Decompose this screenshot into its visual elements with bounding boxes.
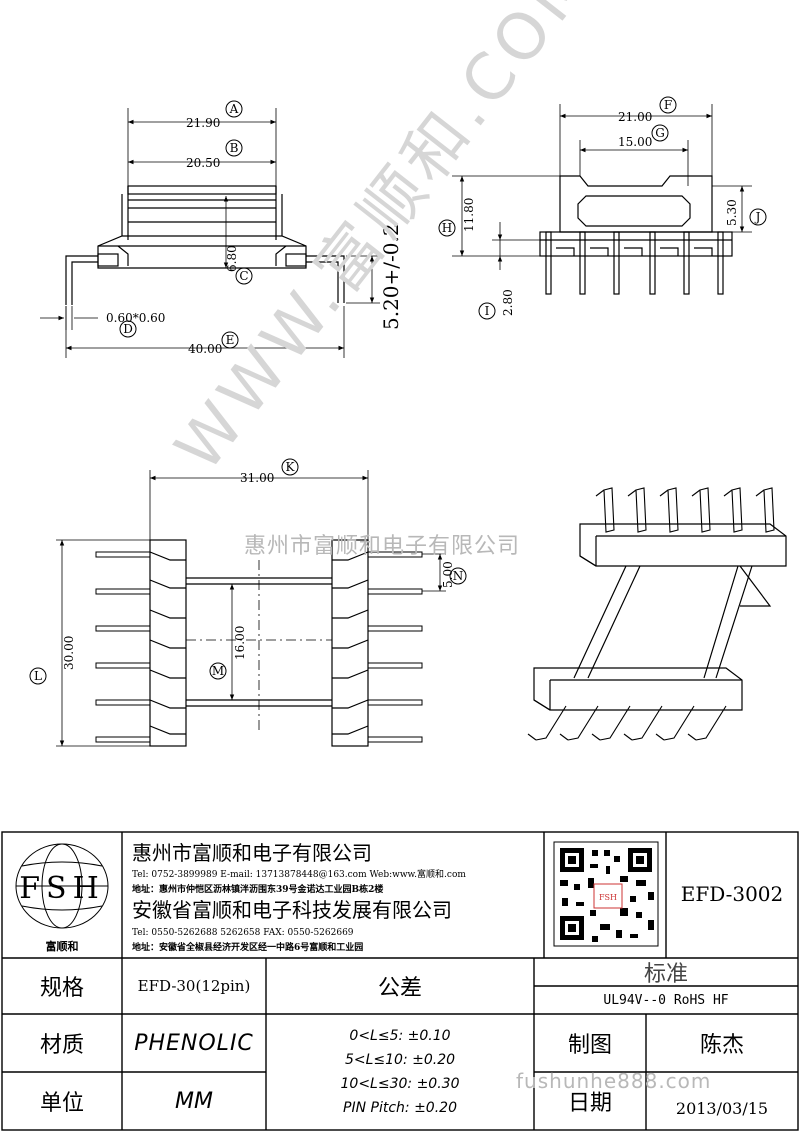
- part-number: EFD-3002: [681, 882, 784, 906]
- isometric-view: [527, 487, 787, 741]
- drawn-by: 陈杰: [699, 1033, 744, 1058]
- svg-text:I: I: [485, 304, 490, 318]
- iso-top-pins: [595, 487, 775, 533]
- callout-H: H: [438, 219, 456, 237]
- tolerance-1: 0<L≤5: ±0.10: [349, 1028, 451, 1044]
- callout-I: I: [478, 302, 496, 320]
- svg-text:G: G: [655, 126, 665, 140]
- svg-text:J: J: [754, 210, 761, 224]
- svg-text:E: E: [226, 333, 235, 347]
- qr-code: FSH: [553, 841, 659, 947]
- dim-I-value: 2.80: [501, 289, 515, 316]
- dim-K-value: 31.00: [240, 471, 274, 485]
- iso-bottom-pins: [527, 705, 727, 741]
- dim-A-value: 21.90: [186, 116, 220, 130]
- company2-contact: Tel: 0550-5262688 5262658 FAX: 0550-5262…: [132, 928, 354, 938]
- dim-B-value: 20.50: [186, 156, 220, 170]
- svg-text:K: K: [286, 460, 296, 474]
- unit-label: 单位: [39, 1091, 84, 1116]
- top-view-pins: [95, 551, 423, 743]
- dim-G-value: 15.00: [618, 135, 652, 149]
- material-label: 材质: [39, 1033, 84, 1058]
- callout-K: K: [281, 458, 299, 476]
- material-value: PHENOLIC: [134, 1030, 254, 1056]
- top-view-slots: [149, 551, 369, 735]
- callout-A: A: [225, 100, 243, 118]
- tolerance-label: 公差: [377, 976, 422, 1001]
- top-view-left-flange: [149, 539, 187, 747]
- dimension-callouts: A B C D E F G H I J K L M N: [29, 96, 767, 685]
- spec-label: 规格: [39, 976, 84, 1001]
- side-pins: [545, 231, 724, 295]
- callout-G: G: [651, 124, 669, 142]
- svg-text:L: L: [34, 669, 42, 683]
- drawn-label: 制图: [567, 1033, 612, 1058]
- front-pin-right: [306, 255, 345, 303]
- company2-name: 安徽省富顺和电子科技发展有限公司: [132, 898, 452, 922]
- callout-N: N: [449, 567, 467, 585]
- date-label: 日期: [567, 1091, 612, 1116]
- logo-text: FSH: [19, 871, 105, 906]
- qr-center-logo-text: FSH: [599, 893, 617, 902]
- svg-text:M: M: [212, 664, 224, 678]
- side-base: [539, 231, 733, 257]
- dim-H-value: 11.80: [462, 198, 476, 232]
- top-view: [95, 539, 423, 747]
- company1-name: 惠州市富顺和电子有限公司: [132, 841, 372, 865]
- dim-D-value: 0.60*0.60: [106, 311, 165, 325]
- front-base-flange: [97, 235, 307, 269]
- front-pin-left: [65, 255, 98, 305]
- side-window: [577, 195, 691, 227]
- callout-E: E: [221, 331, 239, 349]
- svg-text:N: N: [453, 569, 464, 583]
- callout-M: M: [209, 662, 227, 680]
- callout-F: F: [659, 96, 677, 114]
- svg-text:A: A: [229, 102, 239, 116]
- dim-E-value: 40.00: [188, 342, 222, 356]
- svg-text:C: C: [239, 269, 248, 283]
- dim-F-value: 21.00: [618, 110, 652, 124]
- standard-label: 标准: [643, 962, 688, 987]
- tolerance-3: 10<L≤30: ±0.30: [340, 1076, 460, 1092]
- top-view-right-flange: [331, 539, 369, 747]
- date-value: 2013/03/15: [675, 1098, 769, 1118]
- logo-caption: 富顺和: [46, 939, 79, 953]
- tolerance-4: PIN Pitch: ±0.20: [343, 1100, 457, 1116]
- spec-value: EFD-30(12pin): [137, 977, 251, 995]
- svg-text:F: F: [664, 98, 672, 112]
- svg-text:D: D: [123, 322, 133, 336]
- side-view: [539, 175, 733, 295]
- callout-C: C: [235, 267, 253, 285]
- svg-text:B: B: [230, 141, 239, 155]
- iso-bottom-flange: [533, 667, 743, 711]
- dim-J-value: 5.30: [725, 199, 739, 226]
- dim-M-value: 16.00: [233, 626, 247, 660]
- svg-text:H: H: [442, 221, 452, 235]
- front-top-flange: [127, 185, 277, 195]
- tolerance-2: 5<L≤10: ±0.20: [344, 1052, 456, 1068]
- pin-offset-note: 5.20+/-0.2: [379, 223, 403, 330]
- dimension-labels: 21.90 20.50 6.80 0.60*0.60 40.00 5.20+/-…: [62, 110, 739, 670]
- callout-D: D: [119, 320, 137, 338]
- callout-J: J: [749, 208, 767, 226]
- fsh-logo: [15, 843, 109, 929]
- dim-L-value: 30.00: [62, 636, 76, 670]
- company1-contact: Tel: 0752-3899989 E-mail: 13713878448@16…: [132, 868, 466, 880]
- unit-value: MM: [175, 1088, 213, 1114]
- title-block-grid: [1, 831, 799, 1131]
- front-view: [65, 185, 345, 305]
- title-block-text: FSH 富顺和 惠州市富顺和电子有限公司 Tel: 0752-3899989 E…: [19, 841, 783, 953]
- standard-value: UL94V--0 RoHS HF: [603, 992, 729, 1008]
- company1-address: 地址：惠州市仲恺区沥林镇泮沥围东39号金诺达工业园B栋2楼: [132, 883, 383, 895]
- callout-B: B: [225, 139, 243, 157]
- dim-C-value: 6.80: [225, 245, 239, 272]
- company2-address: 地址：安徽省全椒县经济开发区经一中路6号富顺和工业园: [132, 941, 363, 953]
- callout-L: L: [29, 667, 47, 685]
